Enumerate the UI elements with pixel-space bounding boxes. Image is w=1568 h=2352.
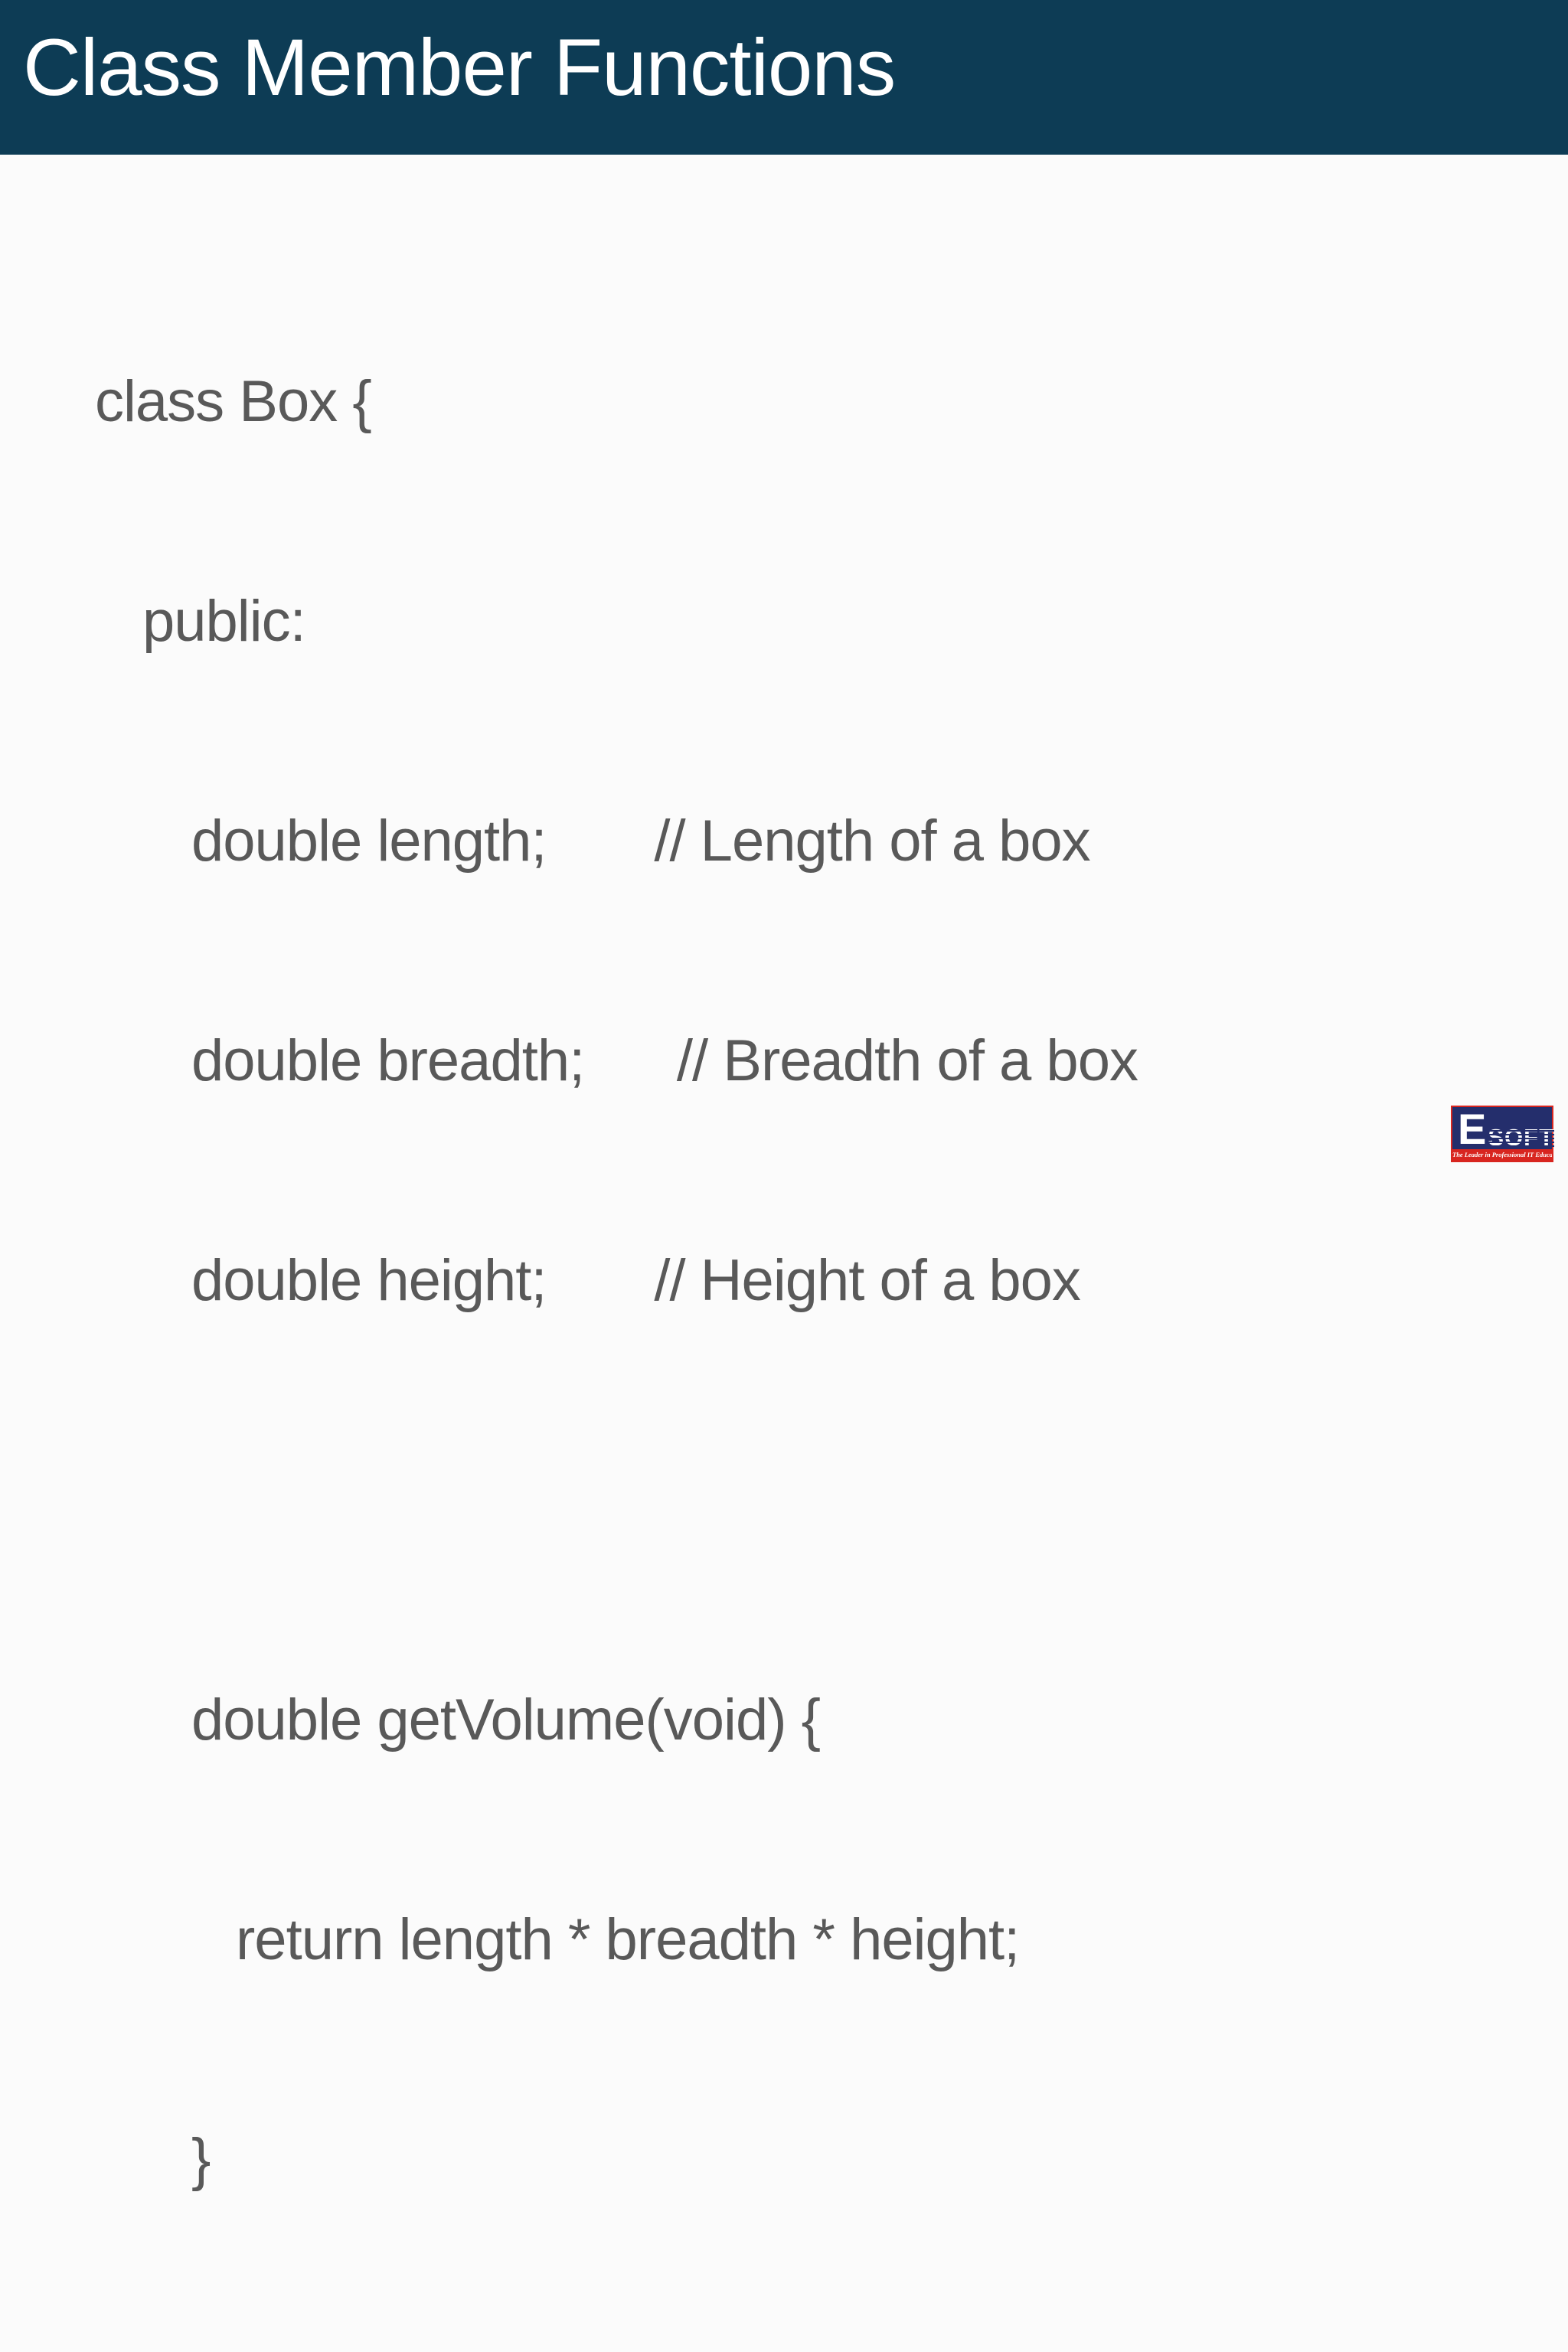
esoft-logo-stripes-overlay xyxy=(1488,1127,1555,1147)
code-line: }; xyxy=(95,2336,1138,2352)
esoft-logo-wordmark: E SOFT xyxy=(1452,1105,1555,1154)
esoft-logo-soft: SOFT xyxy=(1488,1125,1555,1149)
esoft-logo: E SOFT The Leader in Professional IT Edu… xyxy=(1451,1105,1555,1162)
code-line: class Box { xyxy=(95,369,372,434)
esoft-logo-tagline: The Leader in Professional IT Education xyxy=(1452,1149,1552,1161)
code-line: double length; // Length of a box xyxy=(191,808,1091,874)
code-line: double height; // Height of a box xyxy=(191,1248,1081,1313)
code-line: } xyxy=(191,2127,211,2192)
slide-header: Class Member Functions xyxy=(0,0,1568,155)
code-block: class Box { public: double length; // Le… xyxy=(95,225,1138,2352)
slide-title: Class Member Functions xyxy=(23,23,896,113)
code-line: public: xyxy=(142,589,306,654)
code-line: double getVolume(void) { xyxy=(191,1687,821,1753)
code-line-blank xyxy=(95,1457,1138,1544)
esoft-logo-letter-e: E xyxy=(1458,1105,1487,1154)
code-line: double breadth; // Breadth of a box xyxy=(191,1028,1138,1093)
code-line: return length * breadth * height; xyxy=(236,1907,1020,1972)
